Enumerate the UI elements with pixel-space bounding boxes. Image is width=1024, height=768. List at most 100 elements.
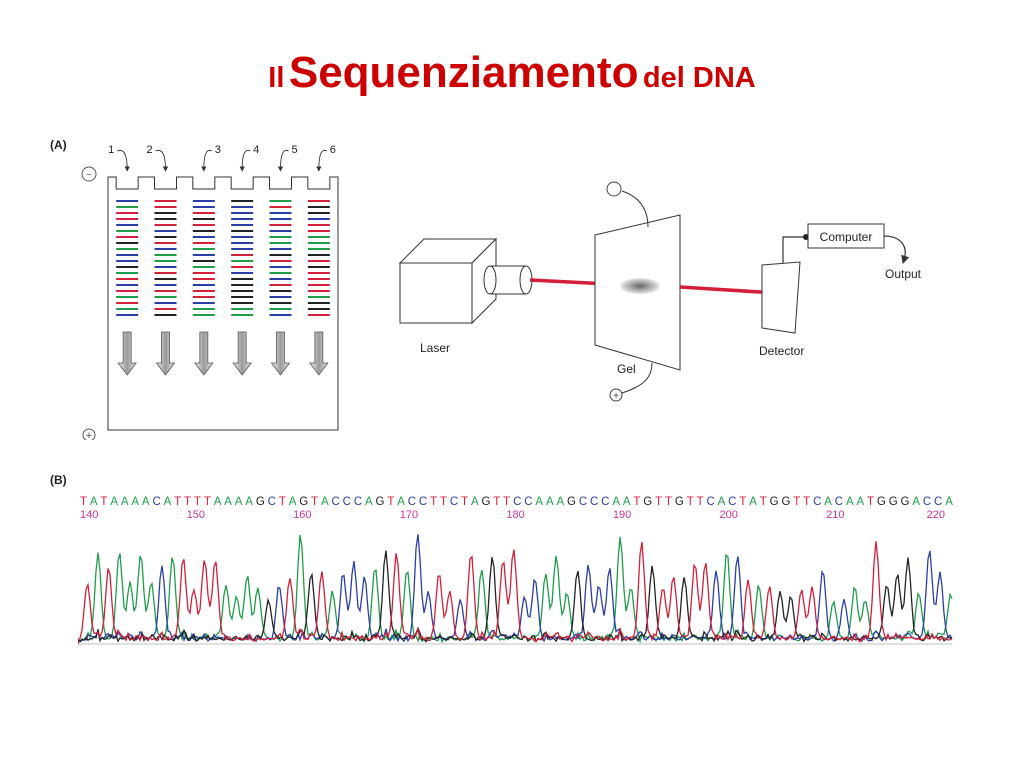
base-letter: T	[174, 496, 182, 508]
title-part-2: Sequenziamento	[288, 48, 639, 97]
base-letter: A	[535, 496, 544, 508]
base-letter: G	[674, 496, 684, 508]
base-letter: A	[717, 496, 726, 508]
base-letter: T	[461, 496, 469, 508]
sequencer-apparatus: Laser + Gel Detector Computer Output	[398, 181, 922, 402]
trace-g	[78, 550, 953, 644]
position-number: 220	[926, 509, 946, 521]
base-letter: C	[342, 496, 351, 508]
base-letter: C	[407, 496, 417, 508]
electropherogram	[78, 534, 953, 645]
position-number: 180	[506, 509, 525, 521]
base-letter: C	[934, 496, 943, 508]
base-letter: A	[824, 496, 832, 508]
lane-load-arrow	[116, 149, 130, 172]
base-letter: A	[120, 496, 129, 508]
position-number: 190	[612, 509, 632, 521]
base-letter: C	[728, 496, 737, 508]
base-letter: A	[110, 496, 118, 508]
base-letter: T	[686, 496, 694, 508]
lane-load-arrow	[316, 149, 328, 172]
gel-plate: +	[594, 181, 681, 402]
page-title: Il Sequenziamento del DNA	[0, 48, 1024, 98]
base-letter: G	[567, 496, 576, 508]
laser-beam-transmitted	[679, 285, 777, 295]
lane-label: 2	[146, 144, 152, 156]
base-letter: A	[912, 496, 920, 508]
laser-unit	[398, 237, 533, 325]
base-letter: A	[397, 496, 405, 508]
base-letter: G	[299, 496, 309, 508]
panel-label-b: (B)	[50, 473, 67, 487]
base-letter: A	[224, 496, 232, 508]
trace-c	[78, 534, 953, 644]
base-letter: T	[664, 496, 673, 508]
panel-label-a: (A)	[50, 138, 67, 152]
base-letter: T	[633, 496, 641, 508]
base-letter: G	[900, 496, 910, 508]
gel-body	[107, 176, 339, 431]
base-letter: A	[163, 496, 172, 508]
base-letter: T	[739, 496, 747, 508]
detector-label: Detector	[759, 344, 804, 358]
gel-bands	[116, 200, 330, 316]
computer-label: Computer	[820, 230, 873, 244]
position-number: 210	[826, 509, 845, 521]
base-letter: G	[375, 496, 385, 508]
base-letter: C	[578, 496, 588, 508]
base-letter: A	[364, 496, 373, 508]
base-letter: T	[184, 496, 192, 508]
down-arrow-icon	[232, 331, 252, 376]
lane-load-arrow	[201, 149, 213, 172]
base-letter: T	[439, 496, 448, 508]
down-arrow-icon	[117, 331, 137, 376]
base-letter: C	[152, 496, 161, 508]
base-letter: G	[769, 496, 779, 508]
title-part-1: Il	[268, 62, 285, 94]
base-letter: T	[503, 496, 511, 508]
gel-cathode-symbol	[606, 181, 622, 197]
position-number: 140	[80, 509, 99, 521]
base-letter: A	[622, 496, 631, 508]
base-letter: T	[100, 496, 108, 508]
down-arrow-icon	[309, 331, 329, 376]
base-letter: T	[867, 496, 875, 508]
base-letter: T	[793, 496, 801, 508]
position-number: 160	[293, 509, 312, 521]
base-letter: A	[845, 496, 854, 508]
base-letter: C	[513, 496, 522, 508]
base-letter: T	[80, 496, 88, 508]
down-arrow-icon	[270, 331, 291, 376]
base-letter: T	[696, 496, 704, 508]
base-letter: G	[876, 496, 886, 508]
position-number: 170	[399, 509, 419, 521]
detector-cable	[782, 236, 806, 263]
base-letter: T	[493, 496, 501, 508]
base-letter: A	[945, 496, 953, 508]
lane-load-arrow	[155, 149, 169, 172]
lane-load-arrow	[277, 149, 289, 172]
base-letter: G	[643, 496, 653, 508]
base-letter: C	[706, 496, 715, 508]
base-letter: A	[612, 496, 620, 508]
cathode-symbol	[81, 166, 97, 182]
laser-label: Laser	[420, 341, 450, 355]
base-letter: A	[131, 496, 140, 508]
down-arrow-icon	[194, 331, 214, 376]
base-letter: G	[255, 496, 265, 508]
base-letter: G	[888, 496, 898, 508]
title-part-3: del DNA	[642, 62, 756, 94]
gel-outline	[107, 176, 339, 431]
output-label: Output	[885, 267, 922, 281]
position-number: 200	[719, 509, 738, 521]
detector-unit	[761, 261, 801, 334]
base-letter: A	[288, 496, 297, 508]
fluorescence-spot	[620, 278, 660, 294]
base-letter: T	[193, 496, 201, 508]
base-letter: C	[267, 496, 276, 508]
base-letter: C	[922, 496, 932, 508]
base-letter: C	[418, 496, 428, 508]
